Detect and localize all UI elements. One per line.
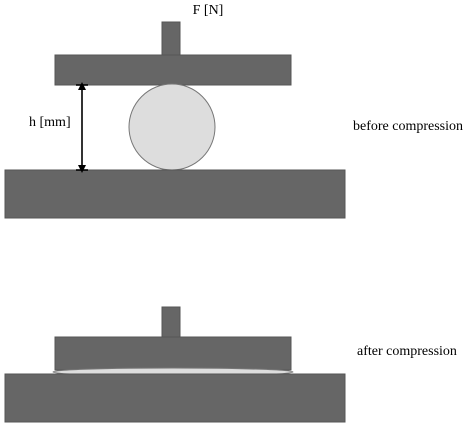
sphere <box>128 83 216 171</box>
before-force-stem <box>161 21 181 58</box>
before-compression-group <box>4 21 346 219</box>
after-lower-plate <box>4 373 346 423</box>
before-lower-plate <box>4 169 346 219</box>
after-upper-plate <box>54 336 292 371</box>
before-upper-plate <box>54 54 292 86</box>
height-label: h [mm] <box>29 115 71 130</box>
before-compression-label: before compression <box>353 119 463 134</box>
after-compression-group <box>4 306 346 423</box>
after-compression-label: after compression <box>357 344 457 359</box>
after-force-stem <box>161 306 181 341</box>
force-label: F [N] <box>193 3 224 18</box>
